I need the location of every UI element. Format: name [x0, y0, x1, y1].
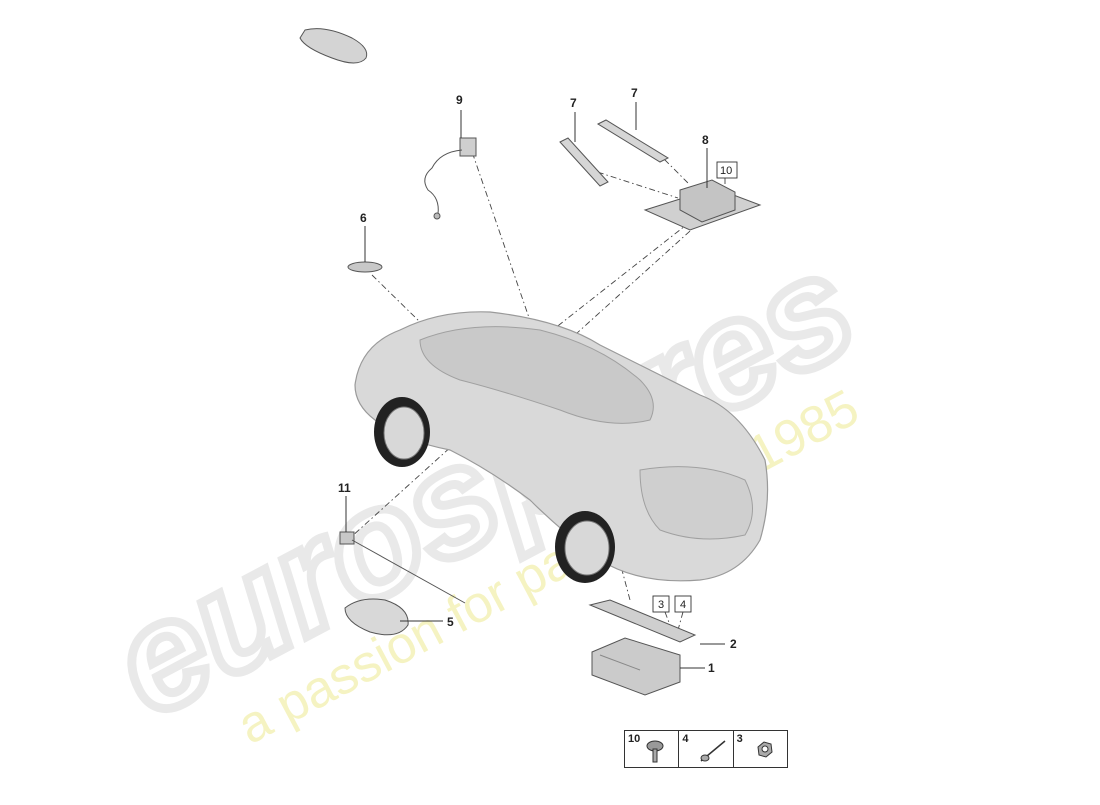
- callout-10: 10: [720, 165, 732, 177]
- callout-3: 3: [658, 599, 664, 611]
- part-6-pad: [347, 261, 383, 273]
- legend-number: 4: [682, 733, 689, 745]
- front-wheel: [374, 397, 430, 467]
- callout-5: 5: [447, 615, 454, 629]
- callout-8: 8: [702, 133, 709, 147]
- callout-7-right: 7: [631, 86, 638, 100]
- remote-key-part: [299, 28, 368, 64]
- legend-item-4: 4: [679, 731, 734, 767]
- nut-icon: [757, 741, 773, 758]
- callout-4-box: 4: [674, 595, 692, 613]
- vehicle-illustration: [354, 311, 769, 583]
- part-2-bracket: [588, 599, 697, 643]
- callout-9: 9: [456, 93, 463, 107]
- part-11-sensor: [339, 531, 466, 604]
- legend-item-10: 10: [625, 731, 680, 767]
- part-8-control-unit: [643, 179, 762, 231]
- rear-wheel: [555, 511, 615, 583]
- callout-11: 11: [338, 481, 351, 495]
- bolt-icon: [646, 740, 664, 763]
- legend-item-3: 3: [734, 731, 787, 767]
- part-9-sensor: [424, 137, 477, 220]
- callout-10-box: 10: [716, 161, 738, 179]
- fastener-legend: 10 4 3: [624, 730, 788, 768]
- callout-4: 4: [680, 599, 686, 611]
- part-1-module: [591, 637, 681, 696]
- legend-number: 3: [736, 733, 743, 745]
- callout-7-left: 7: [570, 96, 577, 110]
- callout-2: 2: [730, 637, 737, 651]
- part-5-cover: [344, 598, 409, 636]
- callout-6: 6: [360, 211, 367, 225]
- leader-lines: [345, 102, 725, 669]
- rivet-icon: [700, 740, 726, 762]
- legend-number: 10: [628, 733, 641, 745]
- callout-3-box: 3: [652, 595, 670, 613]
- part-7-antenna-strips: [559, 119, 670, 187]
- callout-1: 1: [708, 661, 715, 675]
